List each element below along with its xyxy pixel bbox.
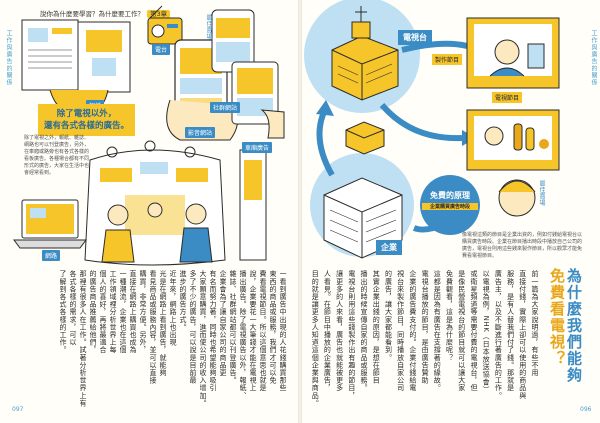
produce-program-label: 製作節目 bbox=[432, 54, 463, 65]
text-column: 播出廣告。除了電視廣告以外，報紙、 bbox=[240, 270, 247, 400]
text-column: 直接付錢，實際上卻可以使用的商品與 bbox=[518, 270, 527, 400]
text-column: 其實企業出錢的原因，是想在節目 bbox=[372, 270, 381, 384]
text-column: 視台來製作節目，同時播放自家公司 bbox=[396, 270, 405, 392]
text-column: 人看見。在節目中播放的企業廣告， bbox=[323, 270, 332, 392]
text-column: 廣告主，以及不斷進行著廣告的工作。 bbox=[494, 270, 503, 400]
running-head: 說你為什麼要學習？為什麼要工作？第3章 bbox=[40, 8, 171, 18]
text-column: 播出的時候宣傳自家的商品或服務。 bbox=[360, 270, 369, 392]
page-number-right: 096 bbox=[580, 406, 592, 413]
text-column: 目的就是讓更多人知道這個企業與商品。 bbox=[311, 270, 320, 407]
tag-social: 社群網站 bbox=[210, 102, 241, 113]
caption-note: 除了電視之外，報紙、雜誌、網路也可以刊登廣告，另外，在車廂或路旁也有各式各樣的看… bbox=[24, 135, 90, 176]
text-column: 企業的廣告費支付的。企業付錢給電 bbox=[408, 270, 417, 392]
text-column: 以電視為例，NHK（日本放送協會） bbox=[482, 270, 491, 394]
text-column: 各式各樣的需求，可以 bbox=[70, 270, 77, 346]
viewer-illustration bbox=[498, 179, 536, 217]
running-head-text: 說你為什麼要學習？為什麼要工作？ bbox=[40, 10, 144, 18]
tablet-illustration bbox=[231, 61, 285, 139]
viewer-bubble-text: 最佳賣場 bbox=[538, 180, 545, 207]
text-column: 服務，是有人替我們付了錢。那就是 bbox=[506, 270, 515, 392]
text-column: 有名而努力著，同時也希望能夠吸引 bbox=[210, 270, 217, 392]
company-label: 企業 bbox=[376, 240, 402, 255]
diagram-note: 像電視這類的節目是企業出資的，例如付錢給電視台以購買廣告時段。企業在節目播出時段… bbox=[462, 232, 583, 259]
tv-station-label: 電視台 bbox=[398, 30, 432, 45]
text-column: 大家願意購買，進而使公司的收入增加。 bbox=[200, 270, 207, 407]
text-column: 企業會為了讓自家公司的商品更 bbox=[220, 270, 227, 377]
text-column: 看見商品或服務內容，並可以直接 bbox=[150, 270, 157, 384]
left-body-text: 一看到廣告中出現的人花錢購買那些東西的商品或服務，我們才可以免費看電視節目。所以… bbox=[60, 270, 290, 410]
speech-bubble-text: 最佳賣場 bbox=[205, 14, 212, 41]
text-column: 或衛星頻道等需要付費的電視台，但 bbox=[469, 270, 478, 392]
text-column: 一種潮流，企業也在這個 bbox=[120, 270, 127, 354]
book-gutter bbox=[298, 0, 302, 423]
text-column: 了解到各式各樣的工作。 bbox=[60, 270, 67, 354]
tag-video-site: 影音網站 bbox=[185, 127, 216, 138]
free-principle-title: 免費的原理 bbox=[430, 191, 470, 200]
free-principle-label: 免費的原理 企業購買廣告時段 bbox=[422, 190, 478, 210]
text-column: 是像民營電視台的節目就可以讓大家 bbox=[457, 270, 466, 392]
text-column: 一看到廣告中出現的人花錢購買那些 bbox=[280, 270, 287, 392]
text-column: 多了不少的廣告，可以說是目前最 bbox=[190, 270, 197, 384]
section-title: 為什麼我們能夠 免費看電視？ bbox=[548, 268, 583, 418]
program-label: 電視節目 bbox=[492, 92, 523, 103]
section-title-line-2: 免費看電視？ bbox=[548, 268, 566, 367]
text-column: 的廣告，讓大家都能看到。 bbox=[384, 270, 393, 362]
left-page: 說你為什麼要學習？為什麼要工作？第3章 工作與廣告的關係 097 bbox=[0, 0, 298, 423]
pillar-ad-illustration bbox=[239, 149, 267, 261]
caption-line-1: 除了電視以外， bbox=[56, 109, 117, 119]
text-column: 進步的廣告方式。 bbox=[180, 270, 187, 331]
right-body-text: 前一篇為大家說明過，有些不用直接付錢，實際上卻可以使用的商品與服務，是有人替我們… bbox=[310, 270, 542, 410]
right-diagram bbox=[304, 0, 560, 259]
text-column: 工作領域裡分析世界上每 bbox=[110, 270, 117, 354]
radio-illustration bbox=[147, 5, 183, 45]
text-column: 東西的商品或服務，我們才可以免 bbox=[270, 270, 277, 384]
tv-station-illustration bbox=[331, 6, 399, 101]
text-column: 這都是因為有廣告在支撐著的緣故。 bbox=[433, 270, 442, 392]
tag-radio: 電台 bbox=[152, 44, 171, 55]
text-column: 直接在網路上購買也成為 bbox=[130, 270, 137, 354]
caption-line-2: 還有各式各樣的廣告。 bbox=[44, 121, 130, 131]
section-title-line-1: 為什麼我們能夠 bbox=[565, 268, 583, 384]
text-column: 購買，非常方便。另外， bbox=[140, 270, 147, 354]
side-tab-right: 工作與廣告的關係 bbox=[590, 30, 597, 86]
text-column: 電視台播放的節目，是由廣告贊助 bbox=[421, 270, 430, 384]
free-principle-subtitle: 企業購買廣告時段 bbox=[422, 203, 478, 210]
company-building-illustration bbox=[323, 177, 403, 259]
text-column: 讓更多的人來看，廣告也就能被更多 bbox=[335, 270, 344, 392]
text-column: 前一篇為大家說明過，有些不用 bbox=[530, 270, 539, 377]
text-column: 光是在網路上看到廣告，就能夠 bbox=[160, 270, 167, 377]
text-column: 那裡有很多人在工作。試著分析世界上有 bbox=[80, 270, 87, 407]
newspaper-illustration bbox=[21, 19, 131, 113]
text-column: 電視台則用這些錢製作出有趣的節目， bbox=[347, 270, 356, 400]
right-page: 工作與廣告的關係 096 bbox=[302, 0, 600, 423]
text-column: 個人的喜好，再將最適合 bbox=[100, 270, 107, 354]
train-car-illustration bbox=[84, 140, 226, 266]
page-number: 097 bbox=[12, 406, 24, 413]
text-column: 近年來，網路上也出現 bbox=[170, 270, 177, 346]
text-column: 的廣告商品推薦給他們， bbox=[90, 270, 97, 354]
tv-commercial-illustration bbox=[466, 109, 560, 171]
money-box-illustration bbox=[345, 121, 385, 155]
tv-program-illustration bbox=[466, 17, 560, 89]
text-column: 免費觀看，這是為什麼呢？ bbox=[445, 270, 454, 362]
laptop-illustration bbox=[13, 199, 87, 249]
side-tab: 工作與廣告的關係 bbox=[5, 30, 12, 86]
tag-train-ad: 車廂廣告 bbox=[242, 142, 273, 153]
caption-box: 除了電視以外， 還有各式各樣的廣告。 bbox=[38, 104, 136, 136]
text-column: 費看電視節目。所以這個意思也就是 bbox=[260, 270, 267, 392]
chapter-label: 第3章 bbox=[147, 10, 171, 18]
text-column: 雜誌、社群網站都可以刊登廣告。 bbox=[230, 270, 237, 384]
text-column: 說，企業要花一大筆錢才能在電視上 bbox=[250, 270, 257, 392]
tag-computer: 網路 bbox=[42, 250, 61, 261]
